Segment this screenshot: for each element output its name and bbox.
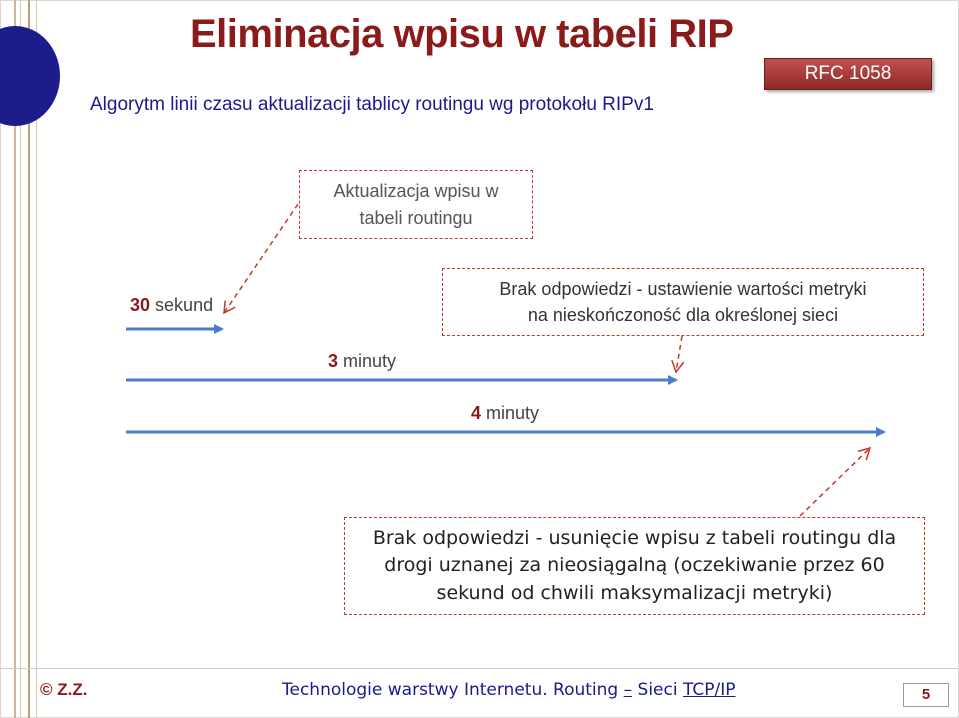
footer-divider	[0, 668, 959, 669]
timer-value: 4	[471, 403, 482, 423]
slide-title: Eliminacja wpisu w tabeli RIP	[190, 12, 734, 56]
page-number: 5	[903, 683, 949, 707]
box-metric-line: Brak odpowiedzi - ustawienie wartości me…	[499, 278, 867, 299]
timer-value: 30	[130, 295, 151, 315]
timer-unit: minuty	[486, 403, 540, 423]
footer-course-tcpip: TCP/IP	[682, 680, 736, 700]
box-update: Aktualizacja wpisu w tabeli routingu	[299, 170, 533, 239]
box-update-line: Aktualizacja wpisu w	[333, 181, 499, 202]
label-30-seconds: 30 sekund	[130, 295, 213, 316]
decor-stripe	[20, 0, 21, 718]
box-update-line: tabeli routingu	[359, 207, 473, 228]
box-metric-line: na nieskończoność dla określonej sieci	[527, 305, 839, 325]
timer-unit: minuty	[343, 351, 397, 371]
box-delete-line: drogi uznanej za nieosiągalną (oczekiwan…	[384, 554, 885, 577]
box-delete-line: Brak odpowiedzi - usunięcie wpisu z tabe…	[372, 526, 897, 549]
box-metric-infinity: Brak odpowiedzi - ustawienie wartości me…	[442, 268, 924, 336]
footer-course-dash: –	[623, 680, 633, 700]
decor-stripe	[28, 0, 30, 718]
box-delete-entry: Brak odpowiedzi - usunięcie wpisu z tabe…	[344, 517, 925, 615]
connector-update	[223, 203, 299, 315]
connector-delete	[799, 446, 872, 517]
footer-logo: © Z.Z.	[40, 680, 88, 699]
label-3-minutes: 3 minuty	[328, 351, 396, 372]
timer-unit: sekund	[155, 295, 214, 315]
timer-value: 3	[328, 351, 339, 371]
slide-subtitle: Algorytm linii czasu aktualizacji tablic…	[90, 94, 654, 115]
box-delete-line: sekund od chwili maksymalizacji metryki)	[436, 581, 833, 604]
footer-course-title: Technologie warstwy Internetu. Routing –…	[282, 680, 736, 700]
footer-course-prefix: Technologie warstwy Internetu. Routing	[282, 680, 624, 700]
decor-stripe	[14, 0, 16, 718]
label-4-minutes: 4 minuty	[471, 403, 539, 424]
decor-stripe	[36, 0, 37, 718]
rfc-badge: RFC 1058	[764, 58, 932, 90]
footer-course-sieci: Sieci	[632, 680, 683, 700]
connector-metric	[671, 335, 685, 374]
